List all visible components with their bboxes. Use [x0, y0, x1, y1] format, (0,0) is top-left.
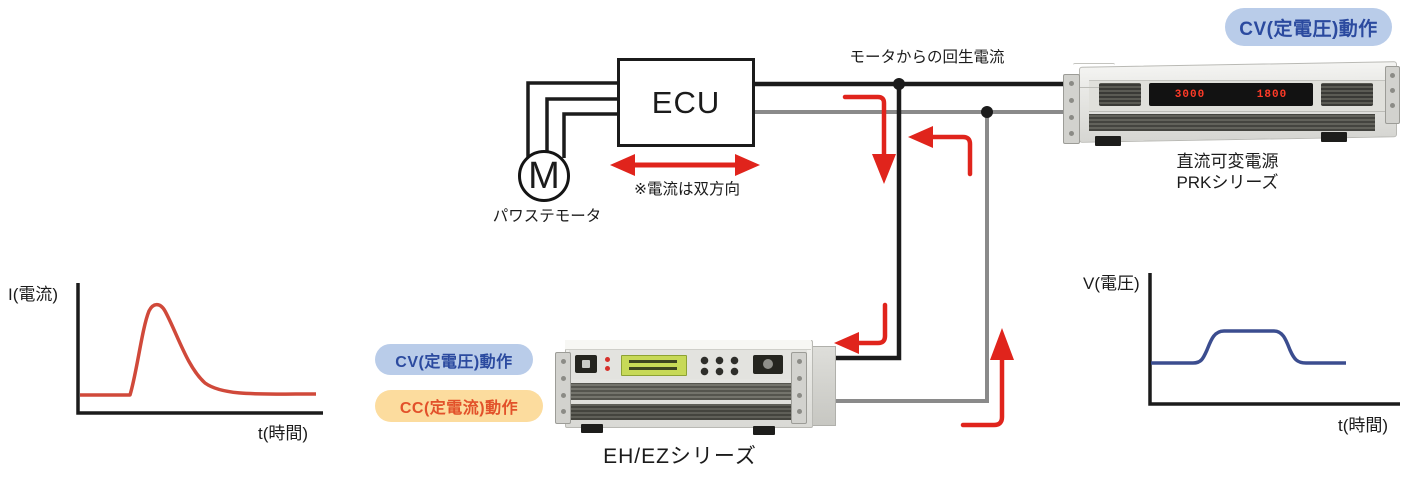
motor-wire-3 — [562, 112, 620, 158]
bidirectional-arrow-right-head — [735, 154, 760, 176]
keypad-buttons — [695, 354, 741, 376]
motor-symbol-circle: M — [518, 150, 570, 202]
rotary-knob — [753, 355, 783, 374]
prk-voltage-readout: 3000 — [1174, 88, 1206, 101]
ehez-cc-mode-badge: CC(定電流)動作 — [375, 390, 543, 422]
ecu-box: ECU — [617, 58, 755, 147]
prk-caption-line2: PRKシリーズ — [1176, 173, 1279, 192]
motor-wire-2 — [545, 97, 620, 154]
prk-right-grille — [1321, 83, 1373, 106]
junction-dot-black — [893, 78, 905, 90]
bidirectional-arrow-left-head — [610, 154, 635, 176]
regen-current-label: モータからの回生電流 — [849, 49, 1005, 66]
ehez-cv-mode-label: CV(定電圧)動作 — [395, 353, 513, 371]
current-graph-xlabel: t(時間) — [258, 424, 309, 443]
ehez-upper-grille — [569, 383, 803, 400]
regen-flow-arrow-down-line — [842, 94, 887, 159]
ehez-front-panel — [569, 350, 807, 379]
prk-digital-display: 3000 1800 — [1149, 83, 1313, 106]
power-switch — [575, 355, 597, 373]
voltage-trapezoid-curve — [1151, 329, 1346, 365]
motor-label: パワステモータ — [492, 208, 602, 225]
flow-arrow-into-ehez-head — [834, 332, 859, 354]
prk-foot-right — [1321, 132, 1347, 142]
voltage-graph-xlabel: t(時間) — [1338, 416, 1389, 435]
regen-flow-arrow-down-head — [872, 154, 896, 184]
ehez-cc-mode-label: CC(定電流)動作 — [399, 400, 519, 417]
flow-arrow-left-line — [929, 134, 973, 177]
current-graph-ylabel: I(電流) — [8, 285, 59, 304]
flow-arrow-into-ehez-line — [854, 302, 888, 346]
black-wire-branch-to-ehez — [828, 84, 902, 361]
ehez-lower-grille — [569, 404, 803, 420]
prk-power-supply-image: 3000 1800 — [1063, 60, 1400, 150]
motor-wire-1 — [526, 81, 620, 158]
prk-cv-mode-label: CV(定電圧)動作 — [1239, 18, 1378, 40]
junction-dot-gray — [981, 106, 993, 118]
motor-symbol: M — [528, 154, 560, 197]
prk-lower-grille — [1089, 114, 1375, 131]
gray-wire-branch-to-ehez — [828, 112, 989, 403]
flow-arrow-up-head — [990, 328, 1014, 360]
current-graph-axes — [76, 283, 323, 415]
ehez-cv-mode-badge: CV(定電圧)動作 — [375, 344, 533, 375]
prk-left-grille — [1099, 83, 1141, 106]
voltage-graph-axes — [1148, 273, 1400, 406]
ehez-foot-right — [753, 426, 775, 435]
prk-foot-left — [1095, 136, 1121, 146]
ecu-label: ECU — [651, 84, 721, 120]
prk-left-rack-ear — [1063, 74, 1080, 144]
prk-cv-mode-badge: CV(定電圧)動作 — [1225, 8, 1392, 46]
status-led-icons — [605, 357, 613, 372]
current-pulse-curve — [80, 302, 317, 397]
prk-left-grille-slot — [1073, 63, 1115, 88]
ehez-top-strip — [565, 340, 811, 350]
ehez-right-rack-ear — [791, 352, 807, 424]
flow-arrow-up-line — [960, 355, 1005, 428]
voltage-graph-ylabel: V(電圧) — [1083, 274, 1140, 293]
prk-caption: 直流可変電源 PRKシリーズ — [1140, 151, 1315, 193]
prk-caption-line1: 直流可変電源 — [1176, 152, 1279, 171]
lcd-display — [621, 355, 687, 376]
ehez-caption: EH/EZシリーズ — [603, 445, 757, 468]
flow-arrow-left-head — [908, 126, 933, 148]
bidirectional-note: ※電流は双方向 — [634, 181, 740, 198]
prk-current-readout: 1800 — [1256, 88, 1288, 101]
ehez-power-supply-image — [553, 336, 836, 435]
ehez-left-rack-ear — [555, 352, 571, 424]
ehez-foot-left — [581, 424, 603, 433]
prk-right-rack-ear — [1385, 66, 1400, 124]
